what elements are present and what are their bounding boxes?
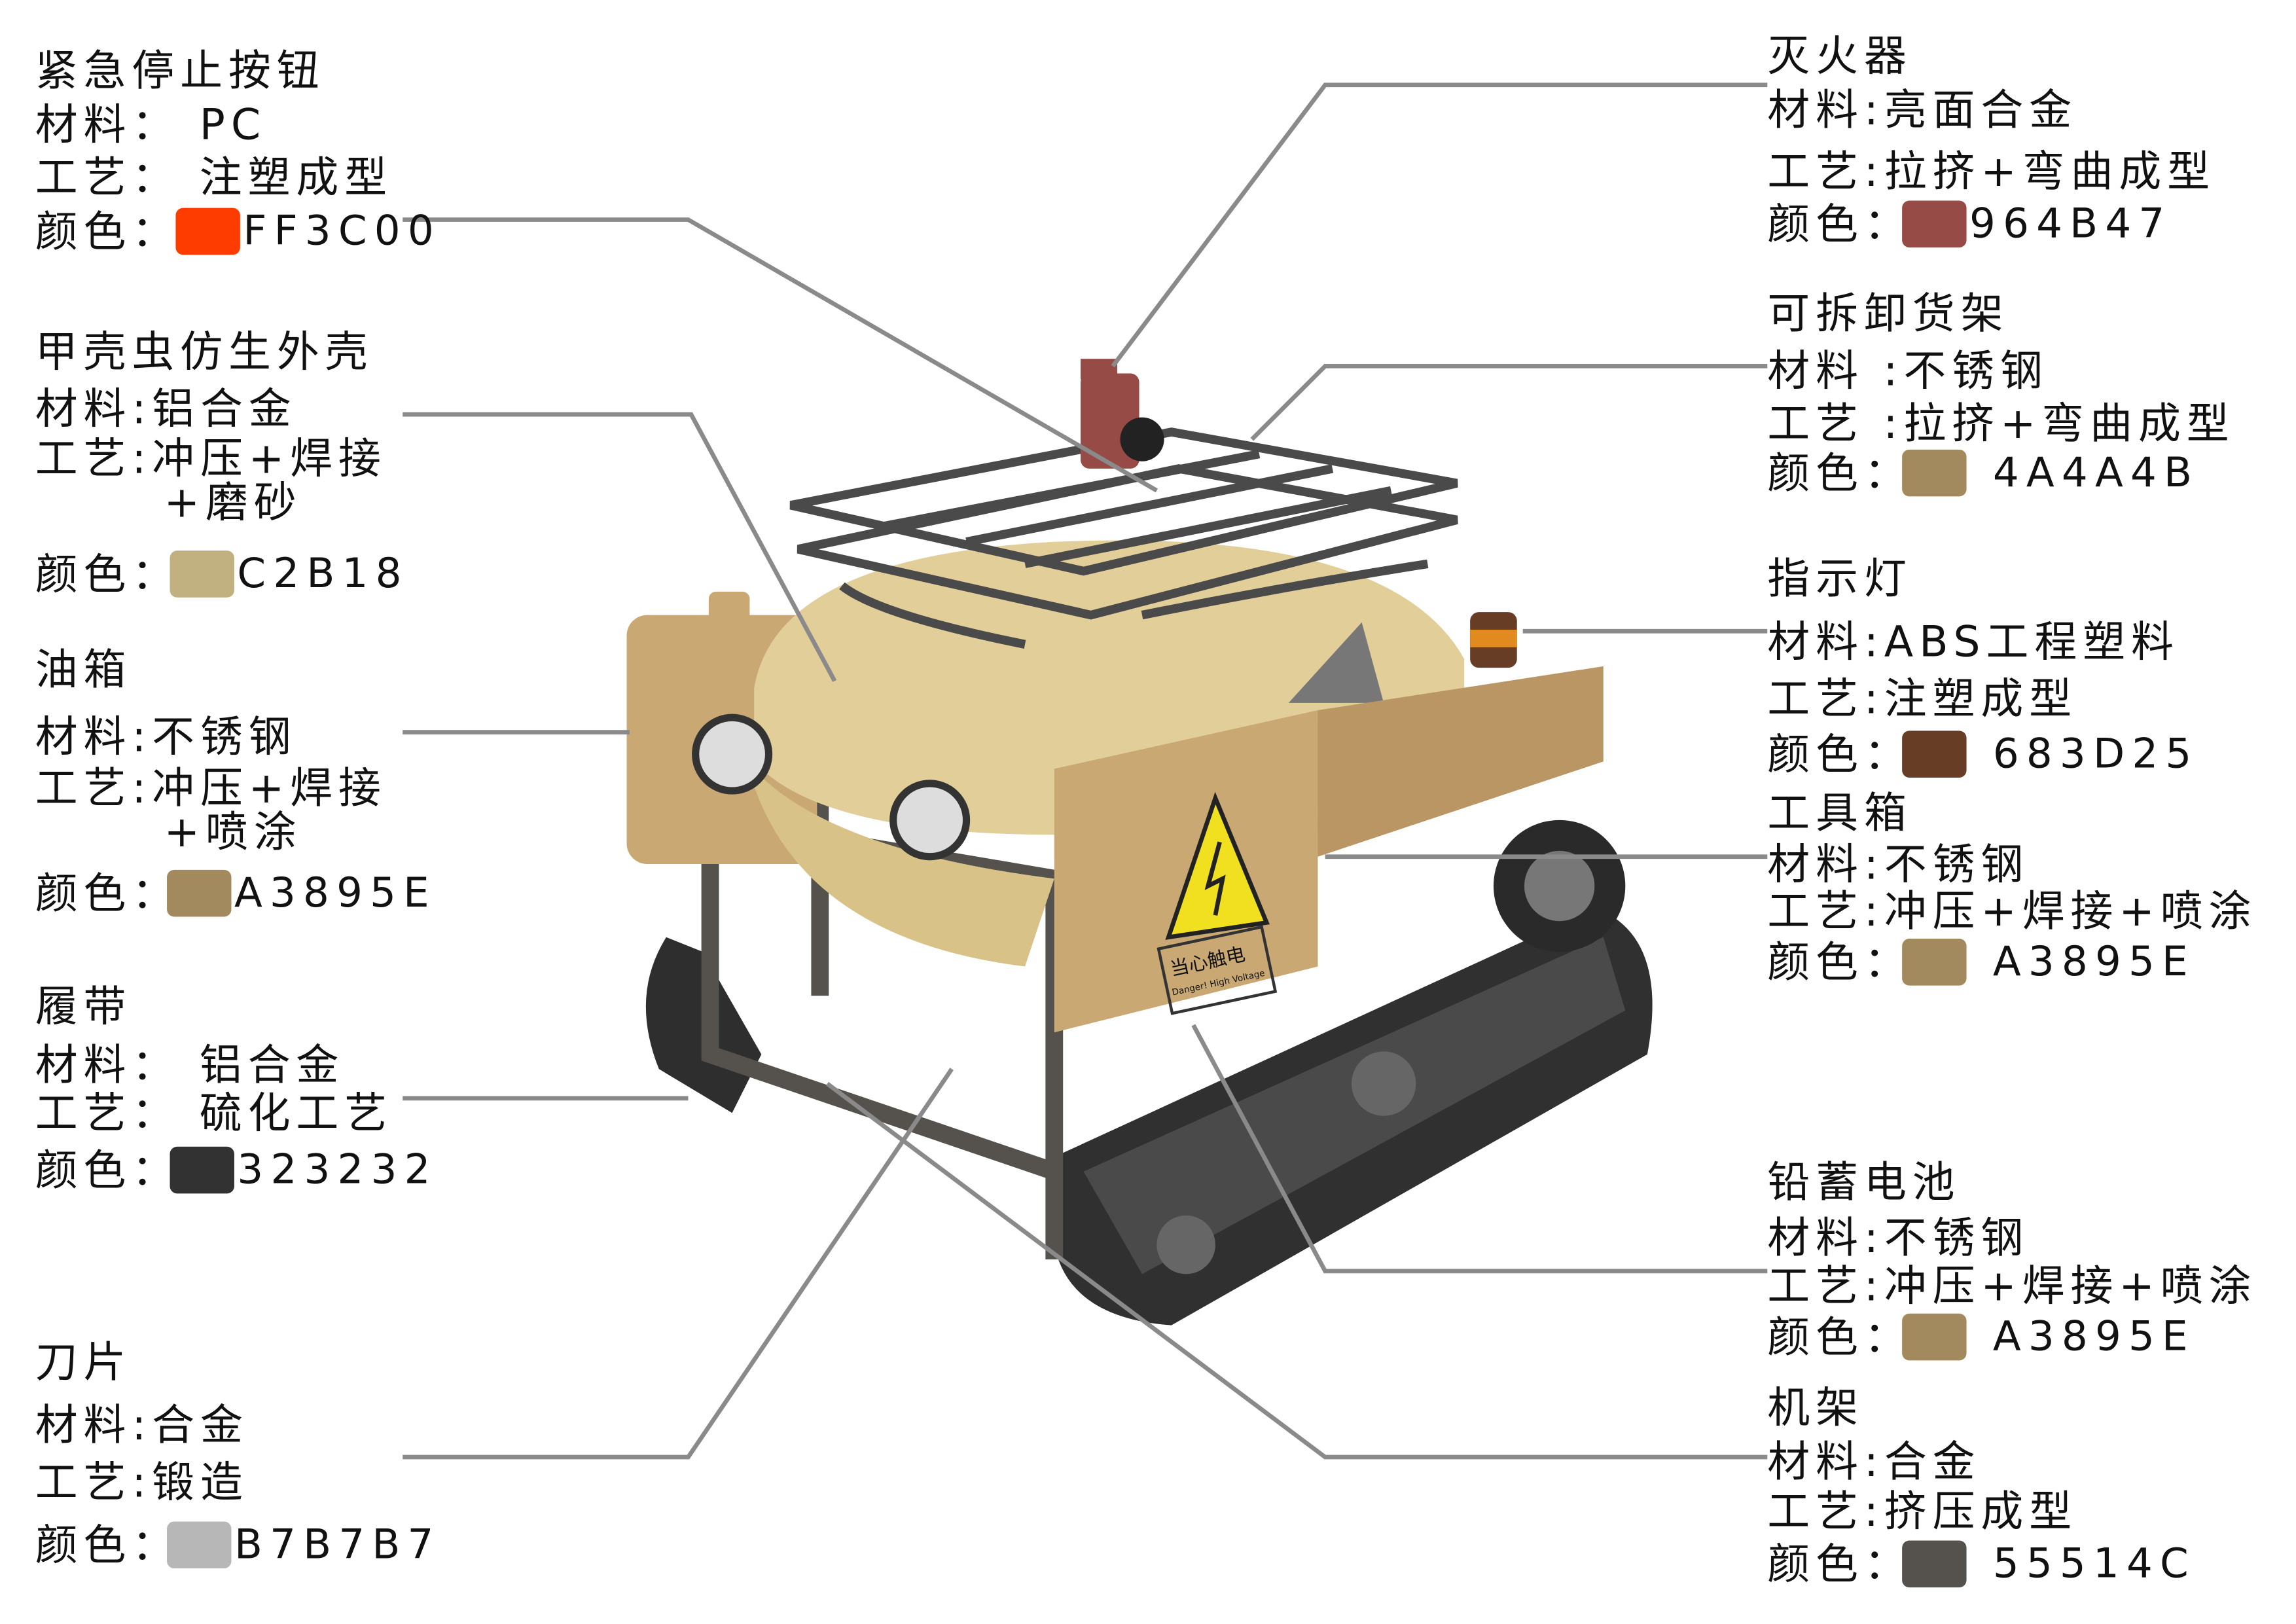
process-line: 工艺:冲压+焊接 — [35, 763, 387, 813]
material-line: 材料:不锈钢 — [1767, 1212, 2030, 1263]
material-line: 材料:合金 — [35, 1399, 249, 1450]
process-line: 工艺:挤压成型 — [1767, 1486, 2078, 1536]
process-line: 工艺:冲压+焊接+喷涂 — [1767, 886, 2257, 936]
process-line: 工艺:冲压+焊接 — [35, 433, 387, 484]
color-code: 4A4A4B — [1992, 448, 2200, 497]
component-title: 油箱 — [35, 644, 132, 695]
process-line: 工艺:注塑成型 — [1767, 674, 2078, 724]
color-label: 颜色： — [1767, 1312, 1912, 1362]
color-code: 323232 — [237, 1145, 438, 1194]
fire-extinguisher — [1081, 359, 1164, 469]
component-title: 履带 — [35, 981, 132, 1031]
color-code: A3895E — [234, 868, 437, 917]
color-swatch — [170, 550, 234, 598]
track-right — [1054, 820, 1653, 1326]
process-line: 工艺： 注塑成型 — [35, 152, 393, 202]
component-title: 可拆卸货架 — [1767, 288, 2009, 338]
component-title: 灭火器 — [1767, 30, 1912, 81]
component-title: 刀片 — [35, 1337, 132, 1387]
color-code: 683D25 — [1992, 729, 2199, 778]
color-code: A3895E — [1992, 937, 2195, 986]
color-label: 颜色： — [35, 206, 181, 257]
process-line: +磨砂 — [164, 477, 302, 528]
process-line: 工艺:拉挤+弯曲成型 — [1767, 146, 2216, 196]
color-swatch — [175, 208, 240, 255]
color-code: B7B7B7 — [234, 1520, 441, 1569]
color-code: C2B18 — [237, 549, 409, 598]
process-line: 工艺 :拉挤+弯曲成型 — [1767, 398, 2235, 448]
color-label: 颜色： — [1767, 937, 1912, 987]
process-line: 工艺:冲压+焊接+喷涂 — [1767, 1261, 2257, 1311]
color-code: A3895E — [1992, 1312, 2195, 1361]
component-title: 甲壳虫仿生外壳 — [35, 326, 374, 376]
indicator-light — [1470, 612, 1517, 668]
color-label: 颜色： — [1767, 729, 1912, 780]
material-line: 材料:不锈钢 — [1767, 839, 2030, 889]
color-swatch — [1902, 1540, 1967, 1588]
color-swatch — [1902, 731, 1967, 778]
material-line: 材料:亮面合金 — [1767, 84, 2078, 135]
material-line: 材料:铝合金 — [35, 384, 297, 434]
color-code: 55514C — [1992, 1539, 2196, 1588]
color-label: 颜色： — [35, 549, 181, 600]
component-title: 工具箱 — [1767, 787, 1912, 838]
material-line: 材料:合金 — [1767, 1436, 1981, 1487]
color-swatch — [1902, 1313, 1967, 1361]
color-label: 颜色： — [1767, 448, 1912, 498]
component-title: 铅蓄电池 — [1767, 1157, 1961, 1207]
color-swatch — [1902, 449, 1967, 497]
color-code: FF3C00 — [243, 206, 441, 255]
color-code: 964B47 — [1969, 199, 2172, 248]
color-swatch — [167, 869, 232, 917]
material-line: 材料:不锈钢 — [35, 712, 297, 762]
process-line: 工艺:锻造 — [35, 1457, 249, 1507]
color-swatch — [1902, 939, 1967, 986]
component-title: 机架 — [1767, 1382, 1864, 1432]
material-line: 材料:ABS工程塑料 — [1767, 616, 2179, 666]
color-label: 颜色： — [35, 1145, 181, 1195]
material-line: 材料： PC — [35, 99, 267, 150]
color-label: 颜色： — [1767, 199, 1912, 249]
battery-box — [1054, 666, 1604, 1033]
component-title: 紧急停止按钮 — [35, 45, 325, 96]
color-swatch — [167, 1521, 232, 1569]
leader-lines — [403, 82, 1768, 1460]
cargo-rack — [789, 427, 1458, 649]
process-line: +喷涂 — [164, 806, 302, 857]
color-label: 颜色： — [35, 868, 181, 918]
color-swatch — [1902, 200, 1967, 248]
color-label: 颜色： — [35, 1520, 181, 1570]
material-line: 材料： 铝合金 — [35, 1039, 345, 1090]
process-line: 工艺： 硫化工艺 — [35, 1088, 393, 1138]
component-title: 指示灯 — [1767, 553, 1912, 604]
color-label: 颜色： — [1767, 1539, 1912, 1589]
material-line: 材料 :不锈钢 — [1767, 345, 2049, 396]
color-swatch — [170, 1146, 234, 1194]
